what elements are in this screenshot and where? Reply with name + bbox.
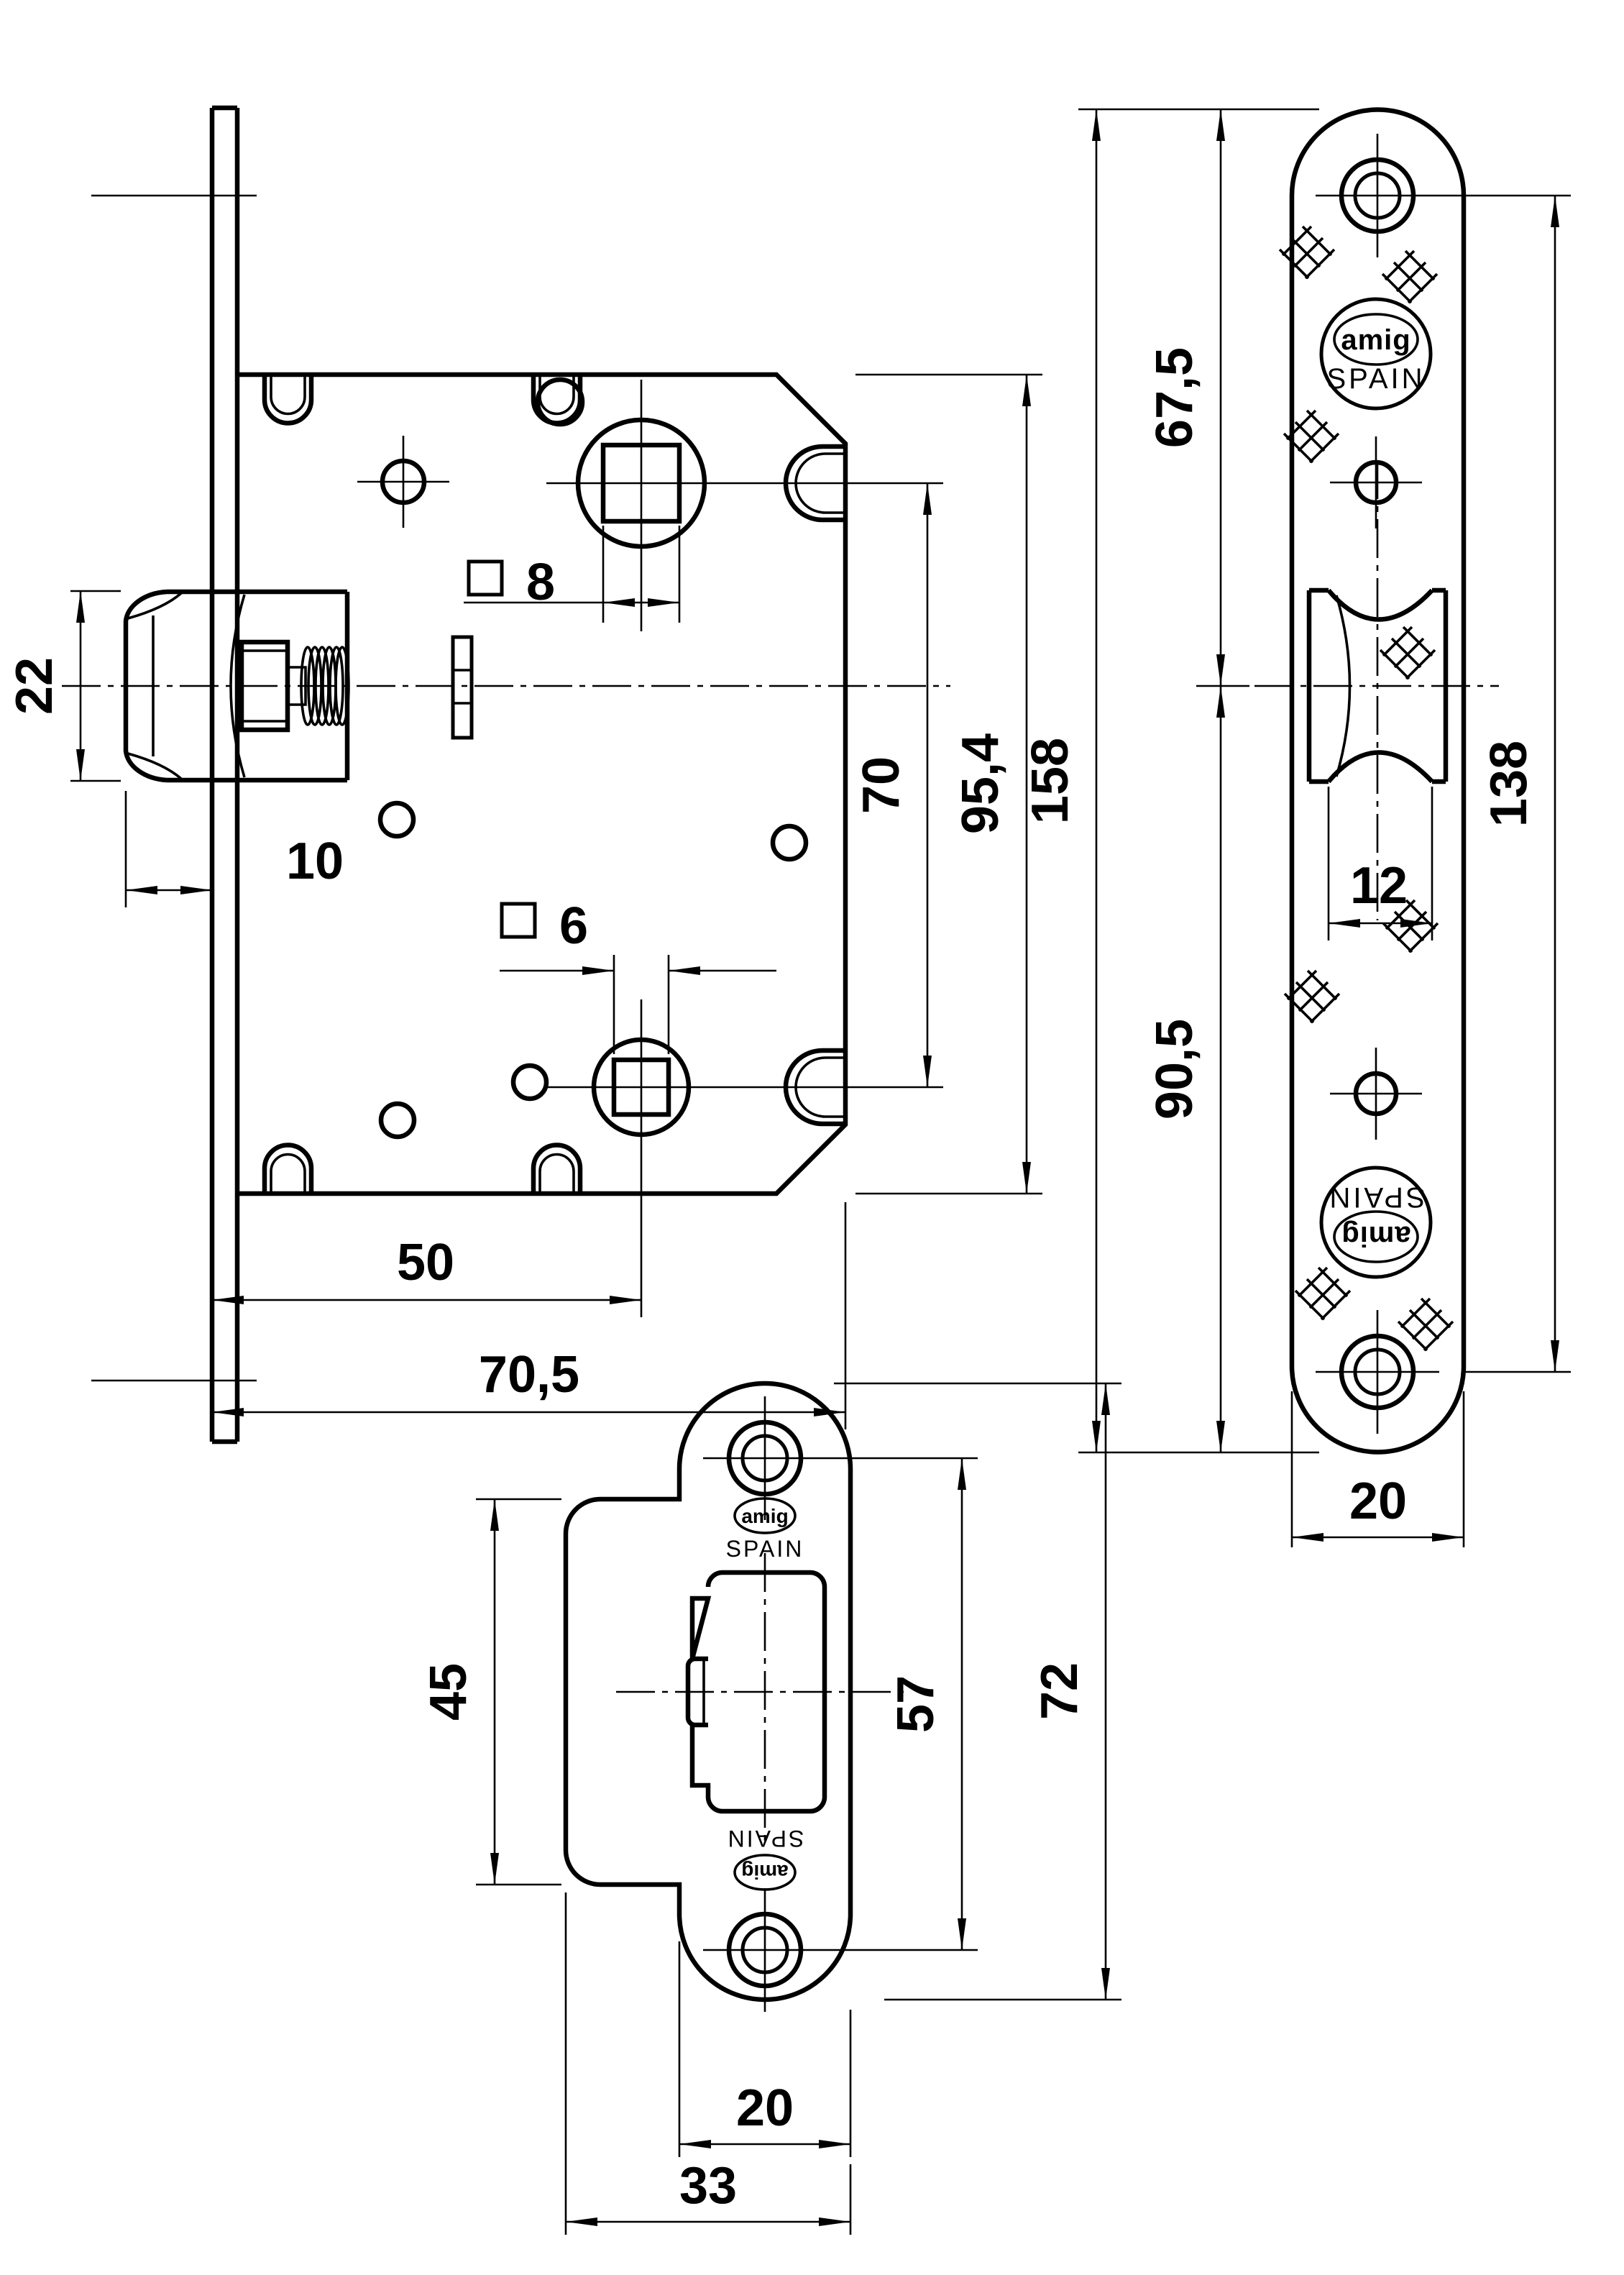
logo-text: amig — [1341, 324, 1410, 356]
dim-plate-width: 20 — [1290, 1391, 1465, 1547]
dim-latch-height: 22 — [6, 590, 121, 782]
amig-logo-inverted: amig SPAIN — [1319, 1166, 1433, 1279]
logo-text: amig — [741, 1861, 788, 1883]
dim-axis-to-bottom-label: 90,5 — [1146, 1019, 1203, 1120]
dim-screw-spacing-label: 138 — [1480, 741, 1538, 827]
screw-hole-bottom — [703, 1888, 978, 2012]
origin-text: SPAIN — [1326, 363, 1425, 395]
stop-flag — [451, 635, 474, 740]
dim-case-depth-label: 70,5 — [479, 1346, 579, 1404]
dim-screw-spacing: 138 — [1439, 194, 1571, 1373]
dim-handle-square: 8 — [464, 526, 681, 623]
wc-follower-hub — [548, 999, 943, 1317]
rivet-hole-with-crosshair — [357, 436, 449, 528]
pin-hole — [1330, 1048, 1422, 1140]
latch-opening — [616, 1553, 907, 1841]
knurl-mark-icon — [1379, 626, 1436, 680]
dim-recess-height-label: 45 — [420, 1663, 477, 1721]
bottom-edge-tab — [265, 1145, 311, 1194]
dim-square-spacing: 70 — [853, 483, 932, 1087]
amig-logo-small-inverted: amig — [733, 1854, 797, 1891]
latch-window — [1306, 460, 1449, 920]
dim-plate-height-label: 72 — [1031, 1662, 1088, 1720]
bottom-chamfer-detail — [783, 1130, 841, 1188]
dim-backset-label: 50 — [397, 1234, 454, 1291]
dim-latch-protrusion: 10 — [124, 791, 344, 907]
dim-plate-height: 72 — [834, 1382, 1121, 2001]
rivet-hole — [377, 800, 416, 839]
dim-plate-width-label: 20 — [1349, 1473, 1407, 1530]
screw-hole-top — [1316, 134, 1439, 257]
lock-case-outline — [237, 372, 848, 1196]
dim-backset: 50 — [212, 1234, 641, 1304]
bottom-edge-tab — [533, 1145, 580, 1194]
screw-hole-bottom — [1316, 1310, 1439, 1434]
pin-hole — [1330, 436, 1422, 528]
latch-bolt — [123, 589, 350, 783]
dim-screw-spacing: 57 — [887, 1458, 966, 1950]
top-chamfer-detail — [783, 380, 841, 439]
logo-text: amig — [1341, 1220, 1410, 1252]
rivet-hole — [378, 1101, 417, 1140]
knurl-mark-icon — [1278, 225, 1336, 280]
strike-plate-outline — [563, 1381, 853, 2002]
origin-text: SPAIN — [726, 1536, 804, 1562]
knurl-mark-icon — [1381, 250, 1439, 304]
amig-logo: amig SPAIN — [1319, 297, 1433, 411]
rivet-hole — [770, 823, 809, 862]
square-symbol — [500, 902, 537, 939]
latch-spring-assembly — [239, 639, 350, 733]
dim-plate-length: 158 — [1022, 108, 1319, 1454]
dim-recess-height: 45 — [420, 1498, 561, 1886]
dim-handle-square-label: 8 — [526, 554, 555, 611]
dim-latch-width: 12 — [1327, 787, 1433, 940]
dim-plate-width: 20 — [678, 1941, 852, 2157]
origin-text: SPAIN — [1326, 1181, 1425, 1213]
dim-square-spacing-label: 70 — [853, 756, 910, 814]
lock-case-side-view: 8 6 22 10 — [6, 105, 1042, 1445]
dim-case-height: 95,4 — [855, 373, 1042, 1195]
dim-wc-square-label: 6 — [559, 897, 588, 955]
dim-top-to-axis-label: 67,5 — [1146, 347, 1203, 448]
dim-latch-protrusion-label: 10 — [286, 833, 344, 890]
round-hole-detail — [538, 408, 582, 426]
knurl-mark-icon — [1294, 1266, 1352, 1321]
faceplate-front-view: amig SPAIN amig SPAIN — [1022, 107, 1571, 1547]
amig-logo-small: amig — [733, 1497, 797, 1534]
rivet-hole — [510, 1063, 549, 1102]
handle-follower-hub — [546, 380, 943, 631]
screw-hole-top — [703, 1396, 978, 1520]
dim-plate-length-label: 158 — [1022, 738, 1079, 824]
dim-plate-width-label: 20 — [736, 2079, 794, 2137]
dim-case-depth: 70,5 — [212, 1202, 847, 1429]
dim-case-height-label: 95,4 — [952, 733, 1009, 834]
dim-total-width: 33 — [564, 1892, 852, 2235]
dim-screw-spacing-label: 57 — [887, 1675, 945, 1733]
knurl-mark-icon — [1397, 1297, 1454, 1352]
dim-axis-to-bottom: 90,5 — [1146, 686, 1225, 1452]
dim-wc-square: 6 — [500, 897, 776, 1054]
logo-text: amig — [741, 1505, 788, 1527]
top-edge-tab — [265, 375, 311, 424]
dim-latch-width-label: 12 — [1350, 857, 1408, 915]
dim-top-to-axis: 67,5 — [1146, 109, 1249, 687]
strike-plate-front-view: amig SPAIN amig SPAIN 45 57 — [420, 1381, 1121, 2235]
dim-total-width-label: 33 — [679, 2157, 737, 2215]
faceplate-edge-strip — [91, 105, 257, 1445]
square-symbol — [467, 559, 504, 597]
dim-latch-height-label: 22 — [6, 657, 63, 715]
